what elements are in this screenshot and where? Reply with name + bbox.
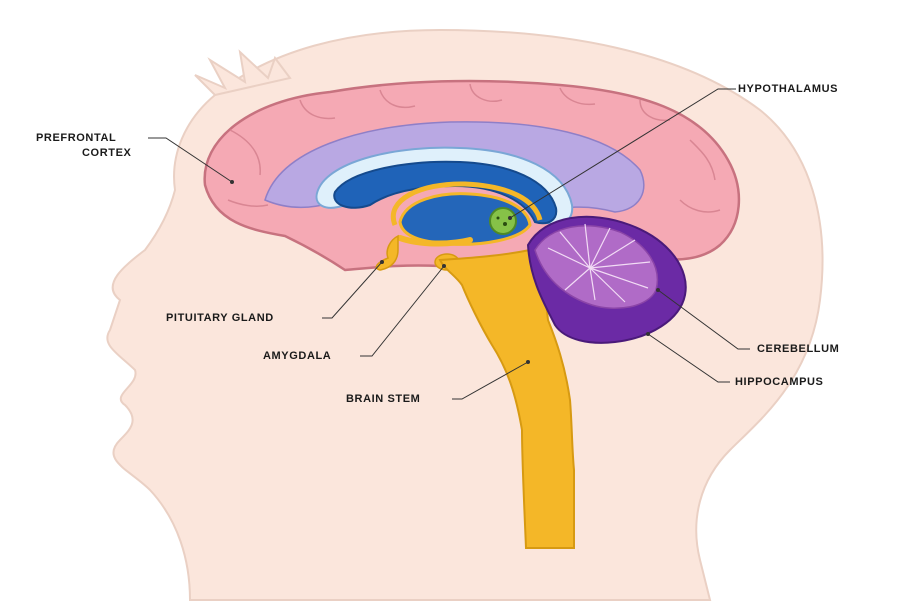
leader-brainstem [452,361,529,400]
leader-lines [148,88,750,400]
cerebellum-folia [547,223,651,303]
label-amygdala: AMYGDALA [263,350,332,362]
hypothalamus-region [489,207,517,235]
leader-prefrontal [148,137,233,183]
label-brain-stem: BRAIN STEM [346,393,421,405]
leader-cerebellum [657,289,750,350]
lateral-ventricle [333,160,558,225]
label-prefrontal-cortex-line2: CORTEX [82,147,132,159]
hair-spikes [194,49,292,97]
cortex-folds [227,83,721,213]
label-pituitary-gland: PITUITARY GLAND [166,312,274,324]
label-cerebellum: CEREBELLUM [757,343,840,355]
leader-hypothalamus [509,88,736,219]
leader-dots [230,180,660,364]
leader-amygdala [360,265,445,357]
limbic-ring [390,181,543,226]
label-prefrontal-cortex-line1: PREFRONTAL [36,132,117,144]
label-hypothalamus: HYPOTHALAMUS [738,83,839,95]
label-hippocampus: HIPPOCAMPUS [735,376,824,388]
leader-hippocampus [647,333,730,383]
fornix [397,235,473,247]
label-prefrontal-cortex: PREFRONTAL CORTEX [36,131,131,161]
leader-pituitary [322,261,383,319]
